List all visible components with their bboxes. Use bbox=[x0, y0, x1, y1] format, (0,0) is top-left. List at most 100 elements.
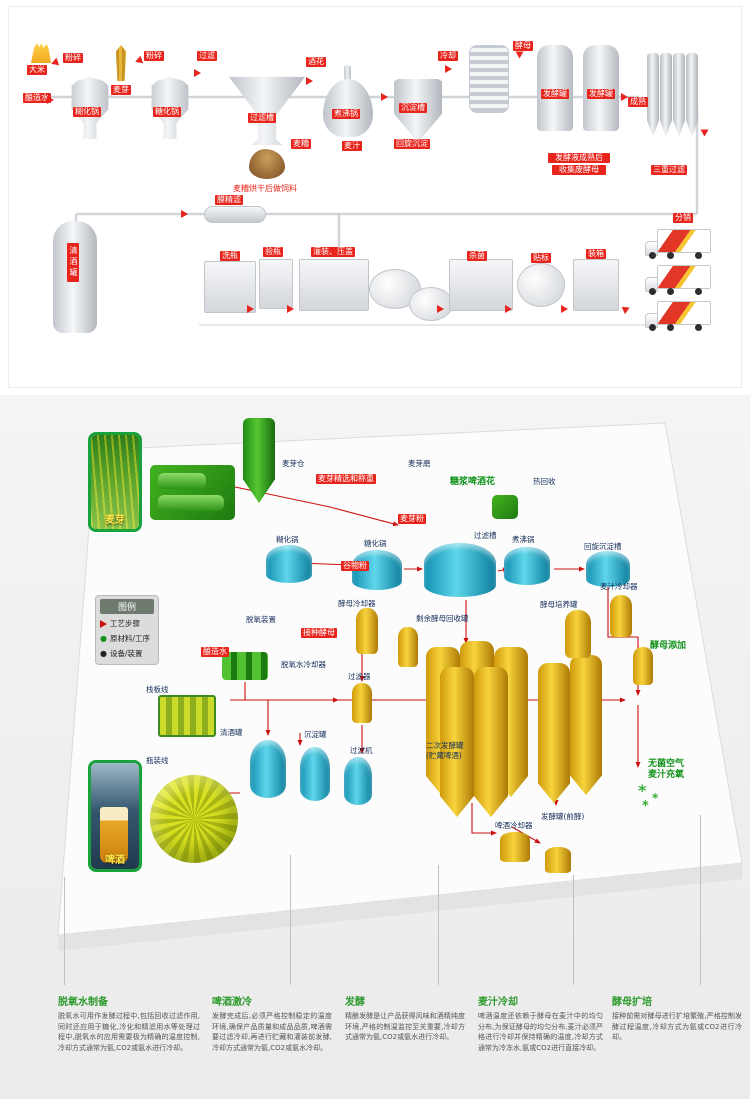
label-deox-cooler: 脱氧水冷却器 bbox=[281, 660, 326, 669]
footer-section-deox-water: 脱氧水制备 脱氧水可用作发酵过程中,包括回收过滤作用,同时还应用于糖化,冷化和精… bbox=[58, 993, 200, 1053]
label-primary-ferment: 发酵罐(前酵) bbox=[541, 812, 585, 821]
label-triple-filter: 三重过滤 bbox=[651, 165, 687, 175]
label-yeast-cooler: 酵母冷却器 bbox=[338, 599, 376, 608]
footer-section-yeast-propagation: 酵母扩培 接种前需对酵母进行扩培繁殖,严格控制发酵过程温度,冷却方式为氨或CO2… bbox=[612, 993, 742, 1043]
footer-title: 发酵 bbox=[345, 997, 365, 1008]
malt-intake-machine bbox=[150, 465, 235, 520]
boil-pot-chimney bbox=[344, 65, 351, 81]
label-mash-pot: 糖化锅 bbox=[153, 107, 181, 117]
label-heat-recovery: 热回收 bbox=[533, 477, 556, 486]
legend-item-label: 设备/装置 bbox=[109, 649, 143, 658]
delivery-truck bbox=[645, 265, 711, 295]
deoxygenation-unit bbox=[222, 652, 268, 680]
connector-line bbox=[573, 875, 574, 985]
maturation-tanks bbox=[647, 53, 698, 137]
labeler bbox=[517, 263, 565, 307]
equipment-dot-icon: ● bbox=[100, 648, 107, 658]
filter-unit bbox=[352, 683, 372, 723]
label-crush-1: 粉碎 bbox=[63, 53, 83, 63]
pallet-line bbox=[158, 695, 216, 737]
yeast-dosing-pot bbox=[633, 647, 653, 685]
flow-arrow-icon bbox=[437, 305, 444, 313]
footer-section-wort-cooling: 麦汁冷却 啤酒温度还依赖于酵母在麦汁中的均匀分布,为保证酵母的均匀分布,麦汁必须… bbox=[478, 993, 603, 1053]
label-secondary-ferment-2: (贮藏啤酒) bbox=[426, 751, 462, 760]
primary-fermentation-tank bbox=[538, 663, 570, 803]
flow-arrow-icon bbox=[561, 305, 568, 313]
label-sterilize: 杀菌 bbox=[467, 251, 487, 261]
flow-arrow-icon bbox=[621, 93, 628, 101]
pasteurizer bbox=[449, 259, 513, 311]
label-surplus-yeast-tank: 剩余酵母回收罐 bbox=[416, 614, 469, 623]
legend: 图例 工艺步骤 ● 原材料/工序 ● 设备/装置 bbox=[95, 595, 159, 665]
legend-item-label: 原材料/工序 bbox=[109, 634, 151, 643]
beer-photo: 啤酒 bbox=[88, 760, 142, 872]
label-wort-cooler: 麦汁冷却器 bbox=[600, 582, 638, 591]
beer-photo-label: 啤酒 bbox=[105, 855, 125, 866]
footer-title: 酵母扩培 bbox=[612, 997, 652, 1008]
label-boil-pot: 煮沸锅 bbox=[512, 535, 535, 544]
wort-cooler bbox=[610, 595, 632, 637]
label-mature: 成熟 bbox=[628, 97, 648, 107]
label-clear-tank: 清酒罐 bbox=[67, 243, 79, 282]
label-pack-box: 装箱 bbox=[586, 249, 606, 259]
label-wash-bottle: 洗瓶 bbox=[220, 251, 240, 261]
label-stick-label: 贴标 bbox=[531, 253, 551, 263]
label-gelatin-pot: 糊化锅 bbox=[73, 107, 101, 117]
lauter-tank bbox=[424, 543, 496, 597]
bottle-washer bbox=[204, 261, 256, 313]
footer-title: 啤酒激冷 bbox=[212, 997, 252, 1008]
label-crush-2: 粉碎 bbox=[144, 51, 164, 61]
label-malt: 麦芽 bbox=[111, 85, 131, 95]
label-malt-silo: 麦芽仓 bbox=[282, 459, 305, 468]
wheat-icon bbox=[115, 45, 127, 81]
label-spent-grain: 麦糟 bbox=[291, 139, 311, 149]
flow-arrow-icon bbox=[515, 51, 524, 59]
aeration-sparkle-icon: * bbox=[652, 791, 659, 805]
label-collect-yeast-1: 发酵液成熟后 bbox=[548, 153, 610, 163]
flow-arrow-icon bbox=[181, 210, 188, 218]
flow-arrow-icon bbox=[381, 93, 388, 101]
filler-turntable bbox=[409, 287, 453, 321]
label-pallet-line: 栈板线 bbox=[146, 685, 169, 694]
label-check-bottle: 验瓶 bbox=[263, 247, 283, 257]
label-settle-tank: 沉淀槽 bbox=[399, 103, 427, 113]
label-filter-machine: 过滤机 bbox=[350, 746, 373, 755]
footer-body: 接种前需对酵母进行扩培繁殖,严格控制发酵过程温度,冷却方式为氨或CO2进行冷却。 bbox=[612, 1012, 742, 1041]
label-malt-select: 麦芽精选和称重 bbox=[316, 474, 376, 484]
footer-body: 啤酒温度还依赖于酵母在麦汁中的均匀分布,为保证酵母的均匀分布,麦汁必须严格进行冷… bbox=[478, 1012, 603, 1052]
footer-body: 精酿发酵是让产品获得风味和酒精纯度环境,严格的制温监控至关重要,冷却方式通常为氨… bbox=[345, 1012, 465, 1041]
label-collect-yeast-2: 收集废酵母 bbox=[552, 165, 606, 175]
label-yeast-add: 酵母添加 bbox=[650, 641, 687, 651]
label-sterile-air-2: 麦汁充氧 bbox=[648, 770, 685, 780]
flow-arrow-icon bbox=[445, 65, 452, 73]
label-lauter-tun: 过滤槽 bbox=[474, 531, 497, 540]
filter-machine bbox=[344, 757, 372, 805]
fermentation-tank-2 bbox=[583, 45, 619, 131]
label-distribute: 分销 bbox=[673, 213, 693, 223]
secondary-fermentation-tank bbox=[474, 667, 508, 817]
label-lauter-tun: 过滤槽 bbox=[248, 113, 276, 123]
legend-item-label: 工艺步骤 bbox=[110, 619, 140, 628]
label-deox-device: 脱氧装置 bbox=[246, 615, 276, 624]
label-brew-water: 酿造水 bbox=[23, 93, 51, 103]
storage-dome-tank bbox=[150, 775, 238, 863]
connector-line bbox=[438, 865, 439, 985]
yeast-cooler bbox=[356, 608, 378, 654]
malt-photo-label: 麦芽 bbox=[105, 515, 125, 526]
label-malt-flour: 麦芽粉 bbox=[398, 514, 426, 524]
footer-title: 麦汁冷却 bbox=[478, 997, 518, 1008]
case-packer bbox=[573, 259, 619, 311]
yeast-culture-tank bbox=[565, 610, 591, 658]
process-flow-diagram: 大米 粉碎 酿造水 糊化锅 麦芽 粉碎 糖化锅 过滤 过滤槽 麦糟 麦糟烘干后做… bbox=[8, 6, 742, 388]
boil-pot bbox=[323, 79, 373, 137]
isometric-plant-diagram: 麦芽 啤酒 麦芽仓 麦芽精选和称重 麦芽磨 麦芽粉 糖浆啤酒花 热回收 糊化锅 … bbox=[0, 395, 750, 985]
label-mash-pot: 糖化锅 bbox=[364, 539, 387, 548]
delivery-truck bbox=[645, 229, 711, 259]
footer-notes: 脱氧水制备 脱氧水可用作发酵过程中,包括回收过滤作用,同时还应用于糖化,冷化和精… bbox=[0, 985, 750, 1099]
label-rice: 大米 bbox=[27, 65, 47, 75]
label-bottling-line: 瓶装线 bbox=[146, 756, 169, 765]
label-clear-tank: 清酒罐 bbox=[220, 728, 243, 737]
process-step-arrow-icon bbox=[100, 619, 107, 628]
malt-photo: 麦芽 bbox=[88, 432, 142, 532]
